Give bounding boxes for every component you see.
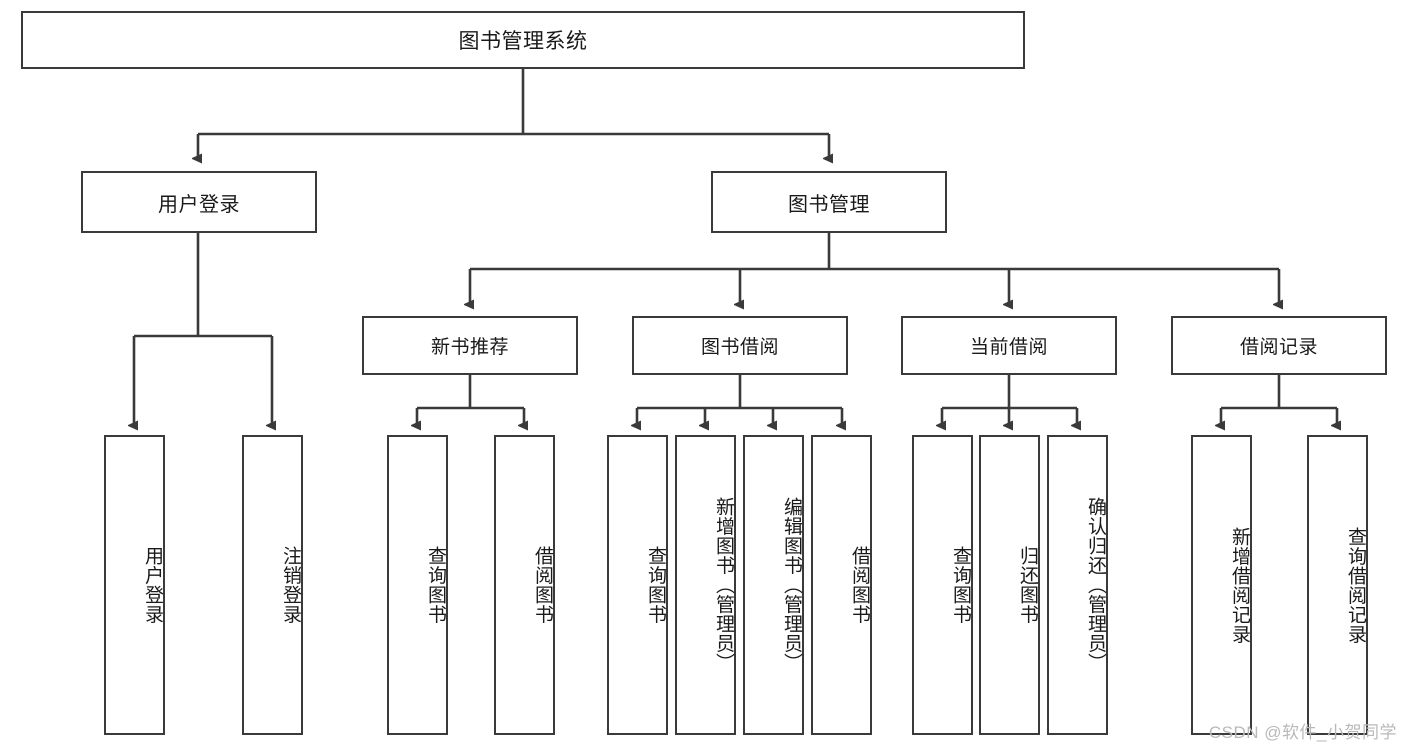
leaf-logout-login[interactable]: 注销登录 bbox=[242, 435, 303, 735]
node-label: 用户登录 bbox=[142, 546, 163, 624]
node-label: 查询图书 bbox=[645, 546, 666, 624]
node-label: 借阅图书 bbox=[532, 546, 553, 624]
leaf-edit-book[interactable]: 编辑图书（管理员） bbox=[743, 435, 804, 735]
node-label: 查询图书 bbox=[425, 546, 446, 624]
node-label: 查询借阅记录 bbox=[1345, 526, 1366, 644]
leaf-borrow-book-recommend[interactable]: 借阅图书 bbox=[494, 435, 555, 735]
node-label: 用户登录 bbox=[158, 193, 240, 216]
node-label: 确认归还（管理员） bbox=[1085, 497, 1106, 673]
node-label: 注销登录 bbox=[280, 546, 301, 624]
node-label: 当前借阅 bbox=[969, 337, 1048, 358]
node-label: 新增借阅记录 bbox=[1229, 526, 1250, 644]
leaf-borrow-book[interactable]: 借阅图书 bbox=[811, 435, 872, 735]
leaf-return-book[interactable]: 归还图书 bbox=[979, 435, 1040, 735]
node-label: 查询图书 bbox=[950, 546, 971, 624]
leaf-add-borrow-record[interactable]: 新增借阅记录 bbox=[1191, 435, 1252, 735]
leaf-confirm-return[interactable]: 确认归还（管理员） bbox=[1047, 435, 1108, 735]
node-label: 新增图书（管理员） bbox=[713, 497, 734, 673]
node-label: 归还图书 bbox=[1017, 546, 1038, 624]
node-user-login[interactable]: 用户登录 bbox=[81, 171, 317, 233]
leaf-query-book-current[interactable]: 查询图书 bbox=[912, 435, 973, 735]
leaf-user-login[interactable]: 用户登录 bbox=[104, 435, 165, 735]
node-label: 借阅图书 bbox=[849, 546, 870, 624]
leaf-query-book-borrow[interactable]: 查询图书 bbox=[607, 435, 668, 735]
node-current-borrow[interactable]: 当前借阅 bbox=[901, 316, 1117, 375]
leaf-query-borrow-record[interactable]: 查询借阅记录 bbox=[1307, 435, 1368, 735]
node-root-system[interactable]: 图书管理系统 bbox=[21, 11, 1025, 69]
leaf-query-book-recommend[interactable]: 查询图书 bbox=[387, 435, 448, 735]
node-book-borrow[interactable]: 图书借阅 bbox=[632, 316, 848, 375]
node-label: 图书借阅 bbox=[700, 337, 779, 358]
node-book-manage[interactable]: 图书管理 bbox=[711, 171, 947, 233]
node-label: 图书管理 bbox=[788, 193, 870, 216]
node-label: 编辑图书（管理员） bbox=[781, 497, 802, 673]
node-new-book-recommend[interactable]: 新书推荐 bbox=[362, 316, 578, 375]
node-label: 图书管理系统 bbox=[458, 30, 588, 53]
watermark: CSDN @软件_小贺同学 bbox=[1208, 723, 1397, 742]
node-label: 新书推荐 bbox=[430, 337, 509, 358]
leaf-add-book[interactable]: 新增图书（管理员） bbox=[675, 435, 736, 735]
node-borrow-record[interactable]: 借阅记录 bbox=[1171, 316, 1387, 375]
node-label: 借阅记录 bbox=[1239, 337, 1318, 358]
